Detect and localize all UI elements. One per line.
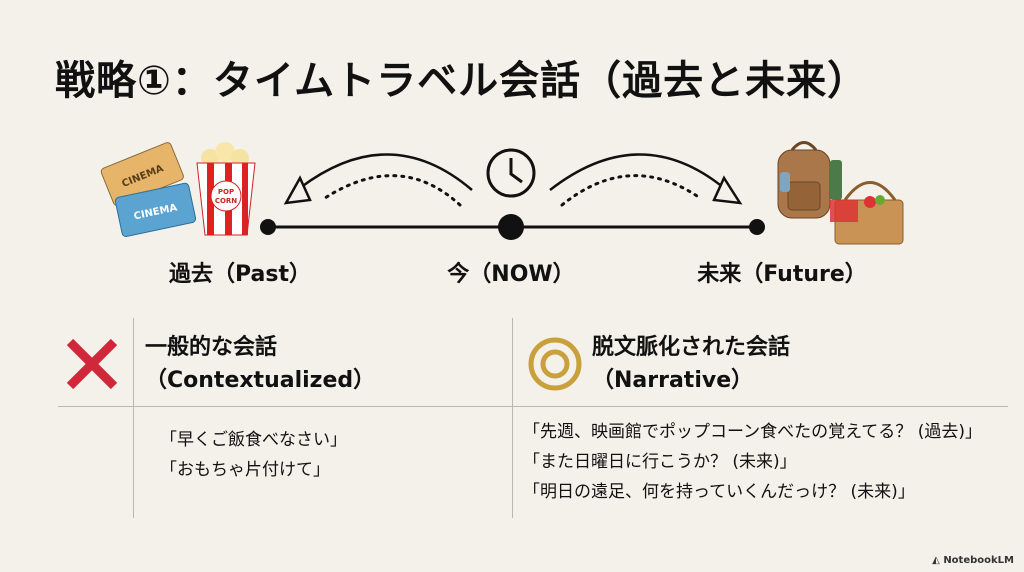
row-divider [58, 406, 1008, 407]
column-divider [133, 318, 134, 518]
arrow-to-past-icon [283, 153, 473, 207]
clock-icon [486, 148, 536, 198]
left-heading-line2: （Contextualized） [145, 368, 376, 393]
now-dot [498, 214, 524, 240]
example-line: 「また日曜日に行こうか？ (未来)」 [523, 452, 797, 472]
example-line: 「先週、映画館でポップコーン食べたの覚えてる？ (過去)」 [523, 422, 982, 442]
cinema-tickets-icon: CINEMA CINEMA [100, 142, 197, 238]
past-dot [260, 219, 276, 235]
backpack-icon [777, 141, 842, 219]
example-line: 「明日の遠足、何を持っていくんだっけ？ (未来)」 [523, 482, 915, 502]
right-heading-line1: 脱文脈化された会話 [592, 335, 791, 360]
right-examples: 「先週、映画館でポップコーン食べたの覚えてる？ (過去)」 「また日曜日に行こう… [523, 417, 982, 507]
future-dot [749, 219, 765, 235]
timeline-label-now: 今（NOW） [447, 262, 575, 287]
brand-text: NotebookLM [943, 555, 1014, 566]
left-examples: 「早くご飯食べなさい」 「おもちゃ片付けて」 [160, 425, 347, 485]
brand-icon: ◭ [932, 555, 944, 566]
slide-title: 戦略①：タイムトラベル会話（過去と未来） [55, 58, 869, 104]
column-divider [512, 318, 513, 518]
svg-text:POP: POP [218, 188, 234, 196]
right-heading: 脱文脈化された会話 （Narrative） [592, 331, 790, 397]
popcorn-icon: POP CORN [196, 142, 256, 236]
double-circle-icon [528, 337, 582, 391]
left-heading-line1: 一般的な会話 [145, 335, 278, 360]
timeline-axis [260, 214, 765, 240]
example-line: 「おもちゃ片付けて」 [160, 460, 330, 480]
timeline-diagram: CINEMA CINEMA POP CORN [100, 141, 904, 245]
svg-text:CORN: CORN [215, 197, 237, 205]
timeline-label-past: 過去（Past） [169, 262, 311, 287]
right-heading-line2: （Narrative） [592, 368, 754, 393]
arrow-to-future-icon [549, 153, 743, 207]
timeline-label-future: 未来（Future） [697, 262, 867, 287]
cross-icon [66, 338, 118, 390]
picnic-basket-icon [830, 181, 904, 245]
notebooklm-logo: ◭ NotebookLM [932, 555, 1014, 566]
left-heading: 一般的な会話 （Contextualized） [145, 331, 375, 397]
example-line: 「早くご飯食べなさい」 [160, 430, 347, 450]
